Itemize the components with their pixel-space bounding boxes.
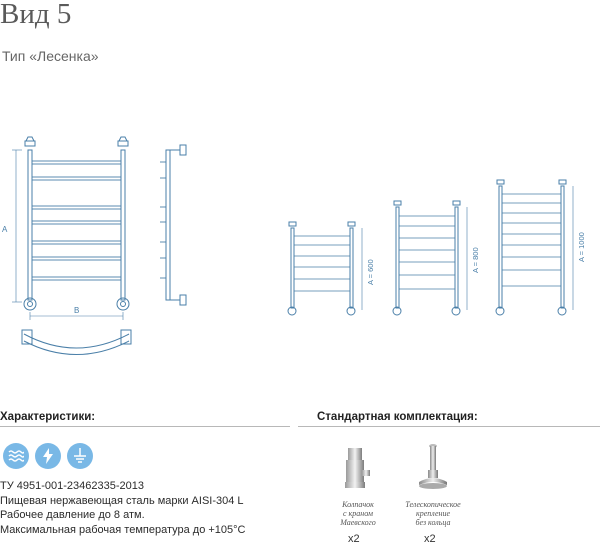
package-heading: Стандартная комплектация: [317,411,478,423]
spec-line: Рабочее давление до 8 атм. [0,509,145,521]
technical-drawings: A B [2,136,586,355]
ground-icon [67,443,93,469]
package-item-qty: x2 [424,533,436,545]
lightning-icon [35,443,61,469]
side-view-drawing [160,144,187,306]
spec-line: ТУ 4951-001-23462335-2013 [0,480,144,492]
cap-valve-icon [345,448,370,488]
size-label-800: A = 800 [471,247,480,273]
size-1000-drawing: A = 1000 [495,179,586,316]
dim-label-b: B [74,306,79,315]
dim-label-a: A [2,225,8,234]
spec-line: Пищевая нержавеющая сталь марки AISI-304… [0,494,244,507]
size-800-drawing: A = 800 [392,200,480,316]
size-label-600: A = 600 [366,259,375,285]
specs-list: ТУ 4951-001-23462335-2013 Пищевая нержав… [0,479,246,537]
water-icon [3,443,29,469]
page-title: Вид 5 [0,0,72,30]
characteristics-heading: Характеристики: [0,411,96,423]
package-item-caption: Телескопическое крепление без кольца [405,500,461,527]
package-item-qty: x2 [348,533,360,545]
characteristics-divider [0,426,290,427]
package-item-caption: Колпачок с краном Маевского [340,500,376,527]
spec-line: Максимальная рабочая температура до +105… [0,523,246,536]
page-subtitle: Тип «Лесенка» [2,48,99,64]
package-divider [298,426,600,427]
telescopic-mount-icon [419,444,447,489]
feature-badges [3,443,93,469]
size-label-1000: A = 1000 [577,232,586,262]
size-600-drawing: A = 600 [287,221,375,316]
front-view-drawing: A B [2,136,132,355]
